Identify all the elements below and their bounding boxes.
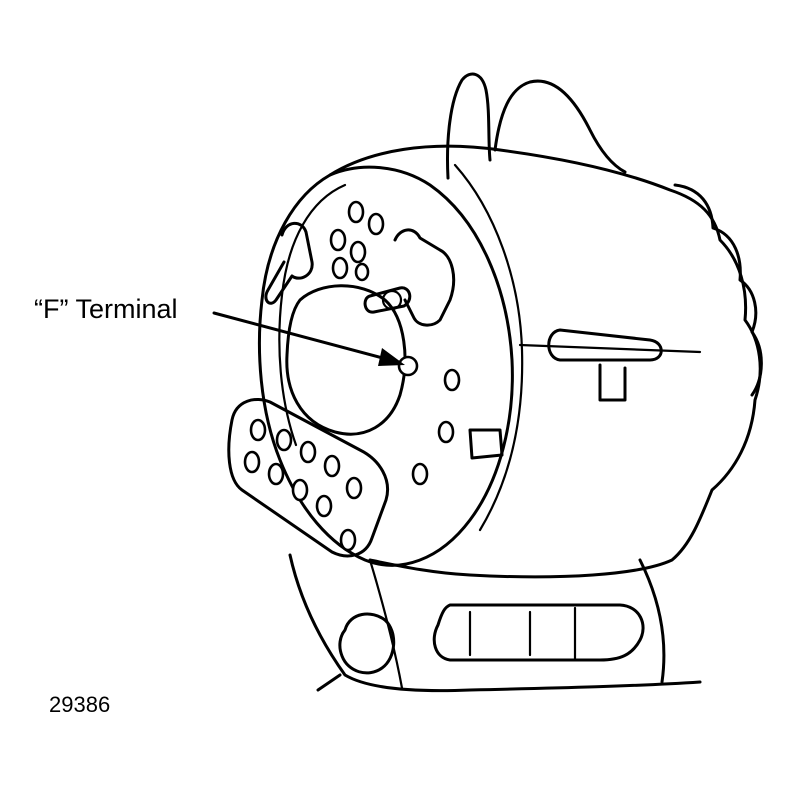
callout-arrow (212, 311, 405, 366)
mounting-bushing (338, 612, 396, 675)
cooling-fins (673, 183, 763, 397)
output-stud (363, 286, 412, 314)
housing-outline (328, 144, 762, 579)
through-bolt (547, 328, 663, 362)
through-bolt-nut (598, 363, 627, 402)
lower-foot-edge (368, 558, 404, 690)
brush-holder-plate (227, 397, 389, 558)
terminal-clip (264, 221, 314, 305)
output-stud-nut (381, 289, 403, 311)
end-frame-outline (257, 165, 514, 567)
end-frame-nut (468, 428, 504, 460)
upper-mounting-lug (493, 79, 627, 174)
end-frame-inner-rim (278, 183, 347, 447)
brush-holder-holes (243, 418, 363, 552)
pivot-bolt (432, 603, 645, 662)
lower-left-stub (316, 673, 342, 692)
pivot-bolt-collar (468, 606, 577, 662)
figure-number: 29386 (49, 692, 111, 717)
upper-mounting-ear (446, 72, 492, 180)
lower-mounting-foot (288, 553, 702, 693)
output-terminal-bracket (393, 228, 456, 327)
f-terminal (397, 355, 419, 377)
housing-seam (453, 163, 524, 532)
f-terminal-label: “F” Terminal (34, 294, 178, 324)
rear-mounting-ear (638, 558, 666, 684)
vent-holes (329, 200, 461, 486)
housing-bolt-line (518, 343, 702, 354)
